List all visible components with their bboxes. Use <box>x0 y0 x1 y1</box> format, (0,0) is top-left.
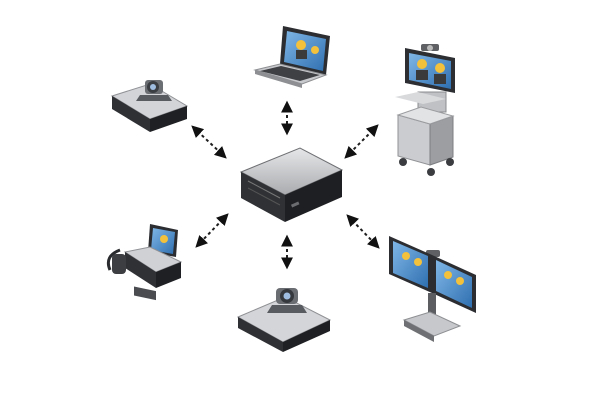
telepresence-cart-icon <box>395 44 455 176</box>
connector-video-phone <box>195 213 229 248</box>
room-codec-camera-icon <box>110 80 189 132</box>
dual-display-telepresence-icon <box>389 236 476 342</box>
rack-server-icon <box>239 147 344 222</box>
desktop-codec-camera-icon <box>236 288 332 352</box>
connector-dual-display <box>346 214 380 249</box>
laptop-video-call-icon <box>253 26 330 88</box>
desk-video-phone-icon <box>106 224 183 301</box>
connector-codec-camera <box>191 125 227 159</box>
connector-cart <box>344 124 379 159</box>
